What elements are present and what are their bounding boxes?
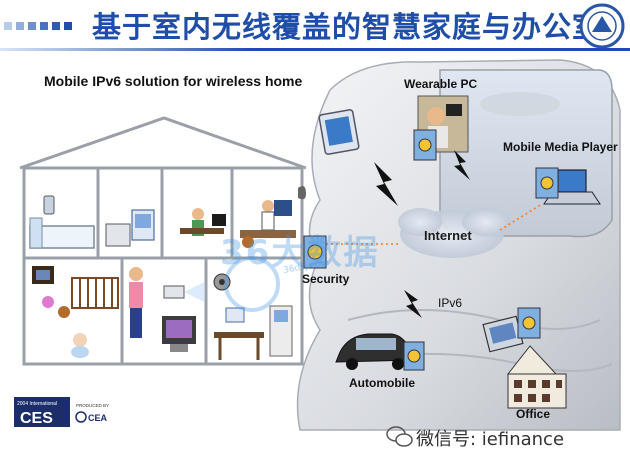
wall-light-icon [298,186,306,200]
label-mobile-media-player: Mobile Media Player [503,140,618,154]
tv-cabinet-icon [32,266,54,284]
kiosk-terminal-icon [269,305,293,357]
title-bar: 基于室内无线覆盖的智慧家庭与办公室 [0,0,630,56]
network-links [326,203,543,245]
security-router-icon [303,235,327,269]
wechat-id: 微信号: iefinance [416,429,565,450]
watermark-logo-icon [224,256,280,312]
label-ipv6: IPv6 [438,296,463,310]
baby-crib-icon [71,277,119,309]
wireless-tablet-icon [318,109,360,155]
office-desk-computer-icon [214,307,264,360]
office-building-icon [506,345,567,409]
kitchen-appliance-icon [105,209,155,247]
university-seal-icon [579,3,625,49]
ces-logo: 2004 International CES PRODUCED BY CEA [14,397,109,427]
wireless-lightning-icon [374,150,470,318]
label-office: Office [516,407,551,421]
label-security: Security [302,272,350,286]
automobile-icon [335,333,415,370]
ces-producer-text: PRODUCED BY [76,403,109,408]
baby-icon [71,333,89,358]
internet-cloud-icon [398,208,510,258]
title-divider [0,48,630,51]
diagram-subtitle: Mobile IPv6 solution for wireless home [44,73,303,89]
handheld-device-icon [43,195,55,215]
child-with-computer-icon [240,200,296,248]
ces-text: CES [20,410,53,427]
toys-icon [42,296,70,318]
house-outline [19,116,307,366]
cea-text: CEA [88,413,108,423]
watermark-text: 36大数据 [220,233,380,273]
label-automobile: Automobile [349,376,415,390]
person-at-desk-icon [180,208,226,236]
wechat-icon [386,426,413,447]
speaker-icon [213,273,231,291]
label-internet: Internet [424,228,472,243]
office-laptop-icon [482,315,524,353]
office-router-icon [517,307,541,339]
decorative-dots-icon [4,22,72,30]
projector-icon [163,282,204,302]
media-player-router-icon [535,167,559,199]
automobile-router-icon [403,341,425,371]
wearable-pc-router-icon [413,129,437,161]
home-theater-tv-icon [162,316,196,352]
ces-year-text: 2004 International [17,401,57,407]
label-wearable-pc: Wearable PC [404,77,478,91]
mother-icon [129,267,143,338]
slide-title: 基于室内无线覆盖的智慧家庭与办公室 [92,10,603,44]
bedroom-bed-icon [29,217,95,249]
